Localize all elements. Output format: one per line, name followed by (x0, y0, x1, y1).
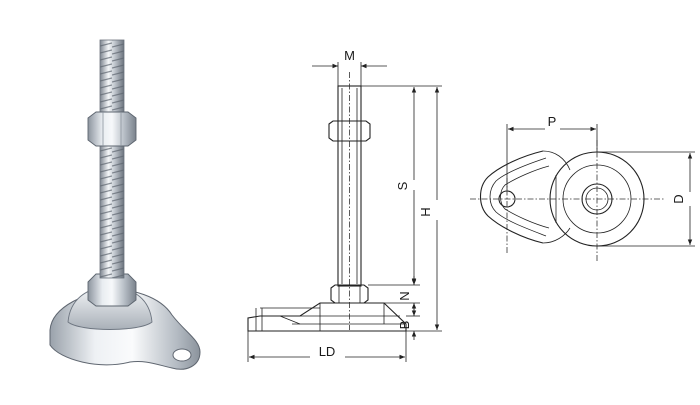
dim-h: H (406, 85, 442, 332)
dim-n-label: N (397, 291, 412, 300)
top-lug-outline (479, 150, 544, 244)
dim-d-label: D (671, 194, 686, 203)
side-lower-nut (330, 284, 369, 304)
side-upper-nut (328, 120, 371, 142)
product-photo (49, 39, 201, 370)
dim-s-label: S (395, 181, 410, 190)
top-view-drawing: P D (470, 114, 695, 262)
side-view-drawing: M S H N B (247, 48, 442, 362)
dim-m: M (312, 48, 387, 86)
dim-h-label: H (418, 207, 433, 216)
dim-s: S (361, 85, 420, 286)
dim-m-label: M (344, 48, 355, 63)
dim-b: B (397, 306, 420, 340)
side-base (247, 302, 407, 332)
dim-b-label: B (397, 321, 412, 330)
dim-p-label: P (548, 114, 557, 129)
dim-ld-label: LD (319, 344, 336, 359)
photo-lower-nut (87, 273, 137, 307)
dim-d: D (597, 151, 695, 247)
dim-n: N (368, 276, 420, 312)
photo-upper-nut (87, 111, 137, 147)
dim-p: P (506, 114, 598, 190)
dim-ld: LD (247, 331, 407, 362)
photo-threaded-stud (99, 39, 125, 279)
photo-mounting-hole (172, 348, 192, 362)
